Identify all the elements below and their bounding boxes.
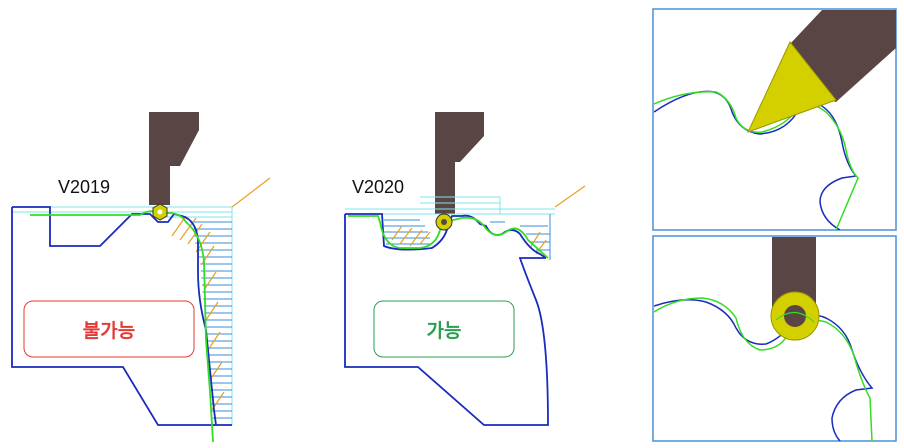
detail-bottom-inner-profile — [775, 311, 815, 323]
diamond-insert — [747, 41, 837, 133]
v2019-panel: V2019 — [11, 112, 271, 443]
v2020-panel: V2020 — [344, 112, 586, 426]
v2020-blue-hatch — [384, 214, 551, 260]
detail-bottom-toolpath — [654, 297, 873, 441]
v2020-version-label: V2020 — [352, 177, 404, 197]
v2020-orange-hatch — [391, 185, 586, 255]
v2020-insert-hole — [441, 219, 447, 225]
v2019-part-profile — [11, 206, 232, 426]
v2019-status-text: 불가능 — [83, 320, 135, 342]
detail-top-toolpath — [654, 91, 859, 230]
v2019-insert-hole — [157, 209, 163, 215]
v2020-status-box — [373, 300, 515, 358]
v2019-status-box — [23, 300, 195, 358]
v2019-tool-holder — [149, 112, 199, 205]
v2020-tool-holder — [435, 112, 484, 214]
v2019-version-label: V2019 — [58, 177, 110, 197]
v2019-orange-hatch — [171, 177, 271, 411]
v2020-toolpath — [348, 215, 549, 259]
v2019-toolpath — [30, 210, 214, 443]
detail-bottom-insert-hole — [784, 305, 806, 327]
round-insert-detail — [652, 235, 897, 442]
v2020-part-profile — [344, 213, 549, 426]
diamond-insert-detail — [652, 8, 897, 231]
v2020-status-text: 가능 — [427, 320, 462, 342]
